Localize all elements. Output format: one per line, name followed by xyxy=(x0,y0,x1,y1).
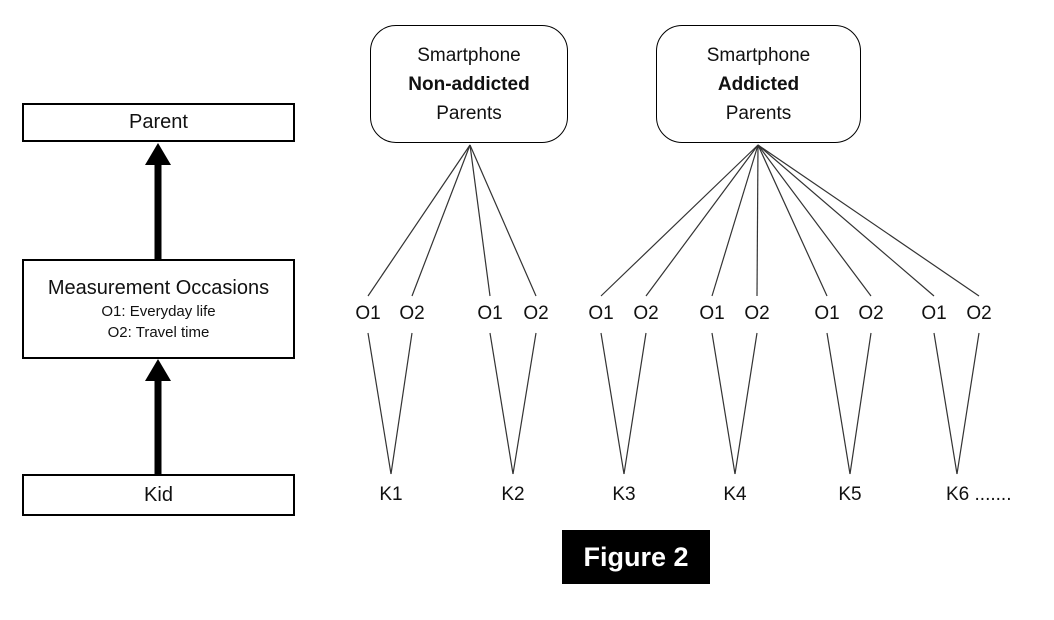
up-arrow-shaft xyxy=(154,379,162,475)
figure-caption-text: Figure 2 xyxy=(583,541,689,572)
convergence-line xyxy=(512,332,537,475)
convergence-line xyxy=(826,332,851,475)
parent-box-label: Parent xyxy=(129,111,188,133)
occasion-o1-label-k4: O1 xyxy=(699,303,725,324)
kid-label-k3: K3 xyxy=(612,484,636,505)
fan-line xyxy=(757,144,980,297)
occasion-o2-label-k6: O2 xyxy=(966,303,992,324)
kid-box-label: Kid xyxy=(144,483,173,506)
occasion-o1-label-k5: O1 xyxy=(814,303,840,324)
fan-line xyxy=(757,144,828,297)
kid-label-k5: K5 xyxy=(838,484,862,505)
occasion-o1-label-k3: O1 xyxy=(588,303,614,324)
fan-line xyxy=(757,144,872,297)
convergence-line xyxy=(390,332,413,475)
fan-line xyxy=(469,144,537,297)
fan-line xyxy=(756,144,759,297)
occasion-o2-label-k2: O2 xyxy=(523,303,549,324)
group-box-addicted-parents: Smartphone Addicted Parents xyxy=(656,25,861,143)
group-line1: Smartphone xyxy=(706,44,811,66)
group-line2: Addicted xyxy=(717,73,800,95)
kid-label-k2: K2 xyxy=(501,484,525,505)
up-arrow-head xyxy=(145,359,171,381)
occasion-o2-label-k3: O2 xyxy=(633,303,659,324)
parent-box: Parent xyxy=(22,103,295,142)
kid-label-k1: K1 xyxy=(379,484,403,505)
group-line3: Parents xyxy=(436,102,502,124)
group-line2: Non-addicted xyxy=(408,73,530,95)
convergence-line xyxy=(933,332,958,475)
convergence-line xyxy=(849,332,872,475)
fan-line xyxy=(600,144,759,297)
occasion1-definition: O1: Everyday life xyxy=(101,303,216,320)
fan-line xyxy=(645,144,759,297)
fan-line xyxy=(711,144,759,297)
kid-label-k4: K4 xyxy=(723,484,747,505)
convergence-line xyxy=(711,332,736,475)
fan-line xyxy=(411,144,471,297)
occasion-o2-label-k5: O2 xyxy=(858,303,884,324)
group-line3: Parents xyxy=(725,102,792,124)
convergence-line xyxy=(956,332,980,475)
group-box-non-addicted-parents: Smartphone Non-addicted Parents xyxy=(370,25,568,143)
up-arrow-shaft xyxy=(154,163,162,260)
fan-line xyxy=(757,144,935,297)
measurement-occasions-box: Measurement Occasions O1: Everyday life … xyxy=(22,259,295,359)
convergence-line xyxy=(623,332,647,475)
occasion-o1-label-k2: O1 xyxy=(477,303,503,324)
figure-caption: Figure 2 xyxy=(562,530,710,584)
kid-label-k6: K6 ....... xyxy=(946,484,1012,505)
convergence-line xyxy=(489,332,514,475)
up-arrow-head xyxy=(145,143,171,165)
occasion-o1-label-k1: O1 xyxy=(355,303,381,324)
fan-line xyxy=(469,144,491,297)
occasion-o2-label-k4: O2 xyxy=(744,303,770,324)
convergence-line xyxy=(367,332,392,475)
measurement-box-title: Measurement Occasions xyxy=(47,277,270,299)
convergence-line xyxy=(600,332,625,475)
group-line1: Smartphone xyxy=(417,44,521,66)
occasion-o2-label-k1: O2 xyxy=(399,303,425,324)
kid-box: Kid xyxy=(22,474,295,516)
fan-line xyxy=(367,144,471,297)
convergence-line xyxy=(734,332,758,475)
occasion-o1-label-k6: O1 xyxy=(921,303,947,324)
occasion2-definition: O2: Travel time xyxy=(107,324,210,341)
